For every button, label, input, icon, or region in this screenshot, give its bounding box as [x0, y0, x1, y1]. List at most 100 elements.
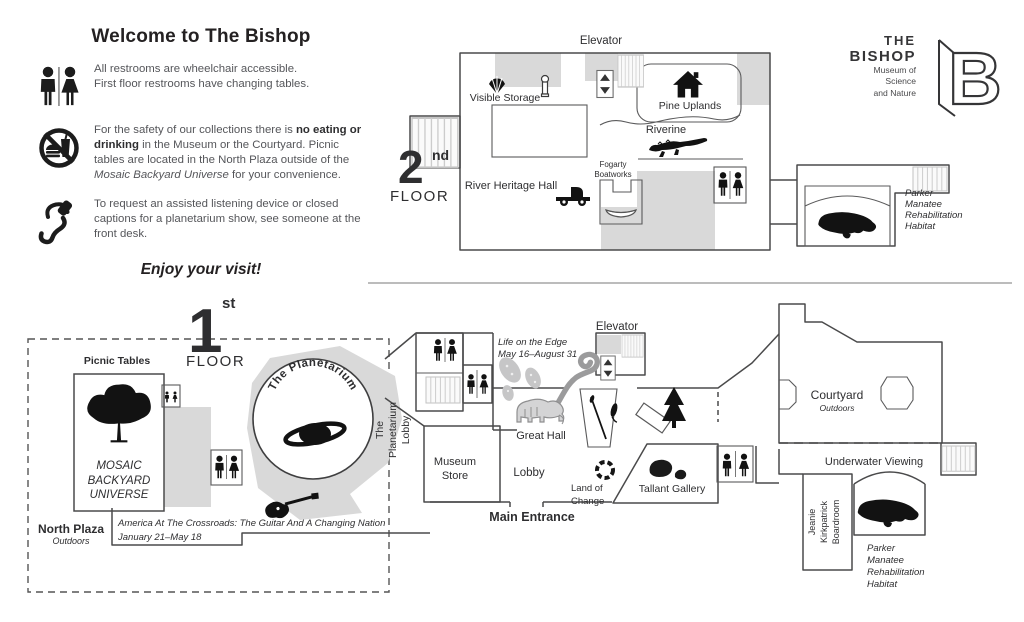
life-l1: Life on the Edge [498, 337, 567, 348]
rule-listening: To request an assisted listening device … [36, 197, 366, 245]
parker-f2-l1: Parker [905, 188, 934, 199]
label-courtyard-sub: Outdoors [820, 403, 856, 413]
saturn-icon [283, 421, 347, 447]
mammoth-skeleton-icon [516, 398, 565, 425]
logo-sub3: and Nature [873, 88, 916, 99]
restrooms-line1: All restrooms are wheelchair accessible. [94, 63, 298, 75]
floor1-number: 1 st FLOOR [186, 295, 245, 370]
label-lobby: Lobby [513, 467, 545, 479]
food-seg3: in the Museum or the Courtyard. Picnic t… [94, 139, 350, 167]
label-visible-storage: Visible Storage [470, 92, 541, 104]
alligator-icon [649, 138, 708, 157]
restroom-hall [467, 370, 489, 398]
label-museum-store: Museum Store [434, 456, 476, 482]
planetarium: The Planetarium [252, 357, 374, 480]
guitar-icon [265, 492, 319, 519]
first-floor-map: The Planetarium [27, 295, 977, 593]
no-food-drink-icon [36, 123, 82, 184]
boardroom-l2: Kirkpatrick [819, 501, 829, 544]
rule-no-food-text: For the safety of our collections there … [94, 123, 366, 184]
parker-f1-l3: Rehabilitation [867, 567, 925, 578]
label-riverine: Riverine [646, 124, 686, 136]
grandfather-clock-icon [540, 74, 550, 98]
tree-icon-mosaic [87, 384, 151, 443]
label-tallant-gallery: Tallant Gallery [639, 483, 706, 495]
label-underwater-viewing: Underwater Viewing [825, 456, 923, 468]
restroom-sign-icon [36, 62, 82, 110]
label-great-hall: Great Hall [516, 430, 566, 442]
label-elevator-f2: Elevator [580, 35, 622, 47]
label-america-exhibit: America At The Crossroads: The Guitar An… [117, 518, 385, 543]
floor2-gray-areas [495, 53, 770, 250]
label-planetarium-lobby: The Planetarium Lobby [374, 402, 412, 458]
restroom-north-plaza [210, 449, 243, 486]
rule-restrooms-text: All restrooms are wheelchair accessible.… [94, 62, 309, 110]
floor2-digit: 2 [398, 141, 424, 193]
store-l2: Store [442, 470, 468, 482]
logo-b-mark: B [938, 36, 1003, 121]
label-north-plaza-sub: Outdoors [52, 536, 90, 546]
floor2-ordinal: nd [432, 147, 449, 163]
label-boardroom: Jeanie Kirkpatrick Boardroom [807, 500, 841, 545]
label-picnic-tables: Picnic Tables [84, 355, 150, 367]
closing-message: Enjoy your visit! [140, 260, 262, 278]
food-seg1: For the safety of our collections there … [94, 124, 296, 136]
restroom-planetarium-lobby [433, 338, 457, 362]
label-main-entrance: Main Entrance [489, 510, 574, 524]
info-panel: Welcome to The Bishop All restrooms are … [36, 26, 366, 279]
manatee-icon-f1 [857, 499, 919, 528]
food-seg4-italic: Mosaic Backyard Universe [94, 169, 229, 182]
floor-divider-line [368, 282, 1012, 284]
mosaic-l2: BACKYARD [88, 475, 151, 487]
parker-f1-l4: Habitat [867, 579, 897, 590]
house-icon [673, 71, 703, 98]
small-animal-icon [610, 403, 618, 423]
label-life-on-edge: Life on the Edge May 16–August 31 [498, 337, 577, 360]
label-mosaic: MOSAIC BACKYARD UNIVERSE [88, 460, 151, 501]
label-fogarty-2: Boatworks [594, 170, 631, 179]
floor1-word: FLOOR [186, 353, 245, 370]
logo-sub2: Science [885, 76, 916, 87]
plan-lobby-l1: The [374, 421, 386, 439]
second-floor-map: Elevator Visible Storage Pine Uplands Ri… [390, 35, 963, 251]
restroom-tallant [716, 445, 754, 483]
restrooms-line2: First floor restrooms have changing tabl… [94, 78, 310, 91]
parker-f1-l2: Manatee [867, 555, 904, 566]
floor1-walls [73, 303, 977, 571]
logo-b-letter: B [948, 37, 1001, 120]
label-parker-habitat-f2: Parker Manatee Rehabilitation Habitat [905, 188, 963, 232]
rocks-icon [649, 459, 687, 480]
label-elevator-f1: Elevator [596, 321, 638, 333]
logo-line2: BISHOP [849, 47, 916, 65]
america-l2: January 21–May 18 [117, 532, 202, 543]
label-land-of-change: Land of Change [571, 483, 604, 507]
boat-icon [605, 209, 637, 218]
rule-listening-text: To request an assisted listening device … [94, 197, 361, 240]
ammonite-spiral-icon [555, 351, 600, 406]
antique-car-icon [556, 187, 590, 206]
label-river-heritage-hall: River Heritage Hall [465, 180, 557, 192]
north-plaza-boundary [27, 338, 390, 593]
food-seg5: for your convenience. [228, 169, 341, 182]
land-l2: Change [571, 496, 604, 507]
manatee-icon [818, 212, 877, 239]
display-case-angled [635, 402, 671, 434]
restroom-mosaic-small [161, 384, 181, 408]
plan-lobby-l2: Planetarium [387, 402, 399, 458]
label-pine-uplands: Pine Uplands [659, 100, 721, 112]
parker-f1-l1: Parker [867, 543, 896, 554]
logo-sub1: Museum of [873, 64, 916, 75]
fossils-icon [499, 357, 541, 401]
land-l1: Land of [571, 483, 603, 494]
floor1-digit: 1 [188, 297, 222, 366]
floor2-word: FLOOR [390, 188, 449, 205]
conifer-tree-icon [662, 387, 686, 428]
display-case-spear [579, 388, 618, 448]
boardroom-l1: Jeanie [807, 509, 817, 536]
food-seg2-bold: no eating or drinking [94, 124, 362, 152]
rule-no-food: For the safety of our collections there … [36, 123, 366, 184]
label-parker-habitat-f1: Parker Manatee Rehabilitation Habitat [867, 543, 925, 590]
label-north-plaza: North Plaza [38, 522, 104, 536]
label-courtyard: Courtyard [811, 388, 864, 402]
